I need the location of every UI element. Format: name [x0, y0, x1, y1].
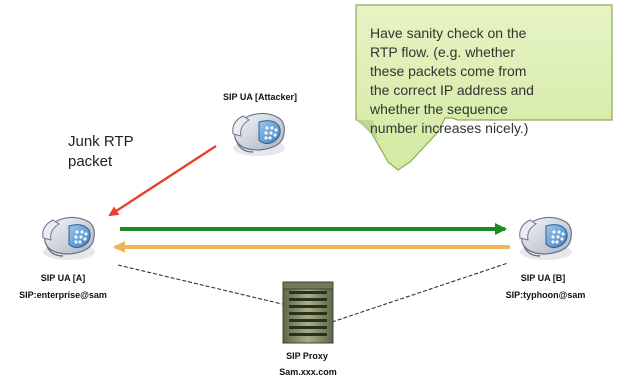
- ua-a-phone-icon: [41, 216, 96, 261]
- note-line: RTP flow. (e.g. whether: [370, 44, 515, 60]
- ua-a-label: SIP UA [A]: [40, 273, 86, 283]
- note-text: Have sanity check on the RTP flow. (e.g.…: [370, 24, 608, 138]
- note-line: the correct IP address and: [370, 82, 534, 98]
- sanity-check-note: [355, 4, 613, 171]
- attacker-label: SIP UA [Attacker]: [222, 92, 298, 102]
- ua-a-uri: SIP:enterprise@sam: [19, 290, 107, 300]
- attacker-phone-icon: [231, 112, 286, 157]
- proxy-label: SIP Proxy: [286, 351, 328, 361]
- sip-proxy-server-icon: [282, 281, 334, 344]
- note-line: Have sanity check on the: [370, 25, 527, 41]
- proxy-host: Sam.xxx.com: [279, 367, 337, 377]
- note-line: whether the sequence: [370, 101, 508, 117]
- junk-rtp-arrow: [108, 144, 217, 217]
- junk-rtp-line1: Junk RTP: [68, 133, 134, 150]
- signaling-line-a-proxy: [117, 264, 283, 305]
- note-line: these packets come from: [370, 63, 527, 79]
- junk-rtp-label: Junk RTP packet: [68, 132, 134, 172]
- note-line: number increases nicely.): [370, 120, 529, 136]
- ua-b-phone-icon: [518, 216, 573, 261]
- ua-b-label: SIP UA [B]: [520, 273, 566, 283]
- junk-rtp-line2: packet: [68, 153, 113, 170]
- signaling-line-proxy-b: [331, 262, 509, 323]
- ua-b-uri: SIP:typhoon@sam: [505, 290, 586, 300]
